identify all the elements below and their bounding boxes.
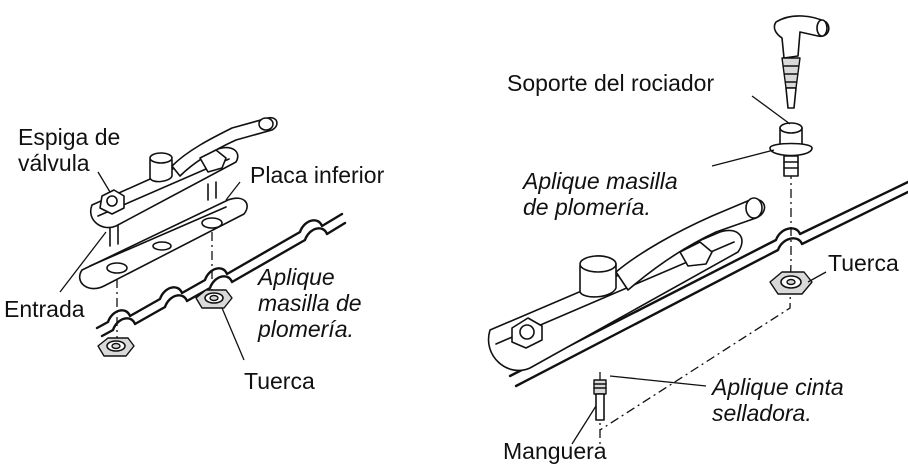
hose-fitting: [593, 379, 607, 421]
right-sink-deck-edge: [508, 180, 908, 388]
label-nut-right: Tuerca: [828, 250, 899, 276]
label-nut-left: Tuerca: [244, 368, 315, 394]
sink-deck-edge: [95, 212, 347, 338]
label-valve-stem: Espiga de válvula: [18, 124, 121, 176]
left-faucet-assembly: [59, 116, 347, 361]
label-apply-putty-left: Aplique masilla de plomería.: [258, 264, 362, 342]
label-apply-tape: Aplique cinta selladora.: [712, 374, 844, 426]
right-faucet-assembly: [487, 15, 908, 446]
sprayer-head: [773, 15, 830, 109]
left-faucet-body: [89, 116, 278, 247]
sprayer-support: [769, 122, 813, 177]
left-nut-1: [97, 337, 135, 357]
left-nut-2: [195, 289, 233, 309]
label-apply-putty-right: Aplique masilla de plomería.: [523, 168, 678, 220]
right-nut: [769, 271, 813, 295]
right-faucet-body: [487, 197, 766, 372]
base-plate: [79, 197, 248, 290]
label-inlet: Entrada: [4, 296, 85, 322]
label-sprayer-support: Soporte del rociador: [507, 70, 715, 96]
label-hose: Manguera: [503, 438, 607, 464]
label-base-plate: Placa inferior: [250, 162, 385, 188]
